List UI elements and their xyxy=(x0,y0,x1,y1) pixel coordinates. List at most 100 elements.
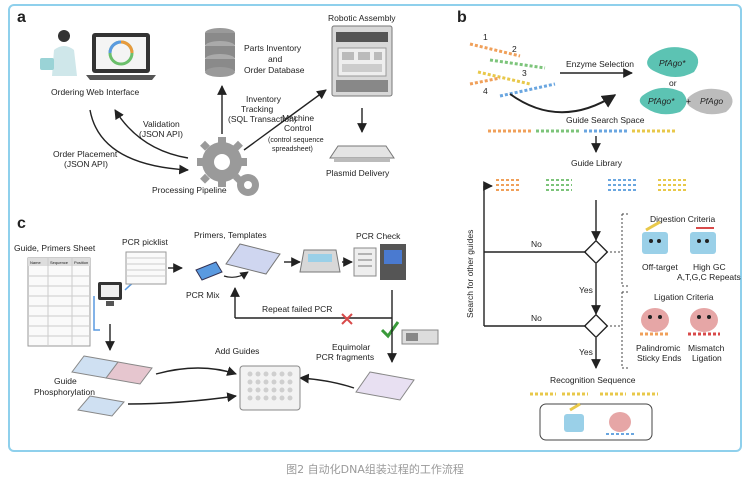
pfago-label: PfAgo xyxy=(700,96,723,106)
inventory-label-2: Tracking xyxy=(241,104,274,114)
no-label-2: No xyxy=(531,313,542,323)
equimolar-label-1: Equimolar xyxy=(332,342,370,352)
panel-b-label: b xyxy=(457,9,467,26)
search-other-label: Search for other guides xyxy=(465,230,475,318)
enzyme-selection-label: Enzyme Selection xyxy=(566,59,634,69)
or-label: or xyxy=(669,78,677,88)
fragments-plate xyxy=(355,371,415,401)
template-plate xyxy=(225,243,281,275)
yes-label-1: Yes xyxy=(579,285,593,295)
palindromic-label-1: Palindromic xyxy=(636,343,681,353)
sheet-link-line xyxy=(93,296,100,331)
recognition-result-box xyxy=(539,403,653,441)
gears-icon xyxy=(197,137,259,196)
no-label-1: No xyxy=(531,239,542,249)
guide-library-strands xyxy=(496,179,686,191)
inventory-label-1: Inventory xyxy=(246,94,282,104)
parts-inventory-label-2: and xyxy=(268,54,282,64)
high-gc-label-2: A,T,G,C Repeats xyxy=(677,272,741,282)
assembly-plate xyxy=(239,365,301,411)
primers-templates-label: Primers, Templates xyxy=(194,230,267,240)
machine-control-label-3: (control sequence xyxy=(268,137,324,144)
high-gc-label-1: High GC xyxy=(693,262,726,272)
pfago-star-label: PfAgo* xyxy=(648,96,675,106)
gel-icon xyxy=(353,247,377,277)
decision-diamond-1 xyxy=(583,239,609,265)
repeat-failed-label: Repeat failed PCR xyxy=(262,304,332,314)
validation-label-2: (JSON API) xyxy=(139,129,183,139)
mismatch-label-1: Mismatch xyxy=(688,343,725,353)
digestion-criteria-label: Digestion Criteria xyxy=(650,214,715,224)
figure-caption: 图2 自动化DNA组装过程的工作流程 xyxy=(286,463,464,476)
machine-control-label-4: spreadsheet) xyxy=(272,146,313,153)
strand-num-4: 4 xyxy=(483,86,488,96)
palindromic-label-2: Sticky Ends xyxy=(637,353,681,363)
plate-reader-icon xyxy=(401,329,439,345)
ordering-web-interface-label: Ordering Web Interface xyxy=(51,87,139,97)
analyzer-icon xyxy=(380,244,406,280)
add-guides-label: Add Guides xyxy=(215,346,259,356)
picklist-table xyxy=(125,251,167,285)
machine-control-label-2: Control xyxy=(284,123,312,133)
strand-num-1: 1 xyxy=(483,32,488,42)
plus-label: + xyxy=(686,96,691,106)
monitor-icon xyxy=(98,282,122,306)
guide-library-label: Guide Library xyxy=(571,158,623,168)
pcr-picklist-label: PCR picklist xyxy=(122,237,168,247)
yes-label-2: Yes xyxy=(579,347,593,357)
strand-num-2: 2 xyxy=(512,44,517,54)
guide-primers-sheet-label: Guide, Primers Sheet xyxy=(14,243,96,253)
arrow-validation xyxy=(114,109,189,159)
decision-diamond-2 xyxy=(583,313,609,339)
equimolar-label-2: PCR fragments xyxy=(316,352,374,362)
guide-phos-label-1: Guide xyxy=(54,376,77,386)
recognition-sequence-label: Recognition Sequence xyxy=(550,375,636,385)
guide-search-space-label: Guide Search Space xyxy=(566,115,645,125)
machine-control-label-1: Machine xyxy=(282,113,314,123)
processing-pipeline-label: Processing Pipeline xyxy=(152,185,227,195)
pcr-mix-label: PCR Mix xyxy=(186,290,220,300)
arrow-phos-to-plate xyxy=(155,366,237,376)
arrow-phos2-to-plate xyxy=(127,392,237,405)
primers-sheet-table xyxy=(27,257,91,347)
parts-inventory-label-1: Parts Inventory xyxy=(244,43,302,53)
sheet-header-sequence: Sequence xyxy=(50,260,69,265)
thermocycler-icon xyxy=(299,249,341,273)
enzyme-shapes xyxy=(639,47,733,115)
digestion-bracket xyxy=(610,213,628,287)
cross-icon xyxy=(341,313,353,325)
strand-num-3: 3 xyxy=(522,68,527,78)
robot-icon xyxy=(331,25,393,97)
arrow-fragments-to-plate xyxy=(299,373,355,389)
arrow-machine-control xyxy=(243,89,327,151)
result-icons xyxy=(564,402,634,435)
plasmid-delivery-label: Plasmid Delivery xyxy=(326,168,390,178)
laptop-icon xyxy=(86,33,156,80)
sheet-header-position: Position xyxy=(74,260,88,265)
mismatch-icon xyxy=(688,308,720,336)
panel-a-label: a xyxy=(17,9,26,26)
off-target-label: Off-target xyxy=(642,262,678,272)
arrow-curve-enzyme xyxy=(509,93,617,114)
dna-strands xyxy=(469,42,556,98)
plate-icon xyxy=(329,145,395,162)
palindromic-icon xyxy=(640,308,670,336)
off-target-icon xyxy=(642,220,668,254)
mismatch-label-2: Ligation xyxy=(692,353,722,363)
pcr-mix-tube xyxy=(195,261,223,281)
order-placement-label-1: Order Placement xyxy=(53,149,118,159)
sheet-header-name: Name xyxy=(30,260,41,265)
scientist-icon xyxy=(40,30,77,76)
panel-c-label: c xyxy=(17,215,26,232)
parts-inventory-label-3: Order Database xyxy=(244,65,305,75)
pfago-top-label: PfAgo* xyxy=(659,58,686,68)
inventory-label-3: (SQL Transaction) xyxy=(228,114,297,124)
ligation-bracket xyxy=(610,291,628,369)
validation-label-1: Validation xyxy=(143,119,180,129)
arrow-order-placement xyxy=(89,109,189,175)
check-icon xyxy=(380,321,400,339)
high-gc-icon xyxy=(690,227,716,254)
phosphorylation-plates xyxy=(71,355,153,417)
order-placement-label-2: (JSON API) xyxy=(64,159,108,169)
